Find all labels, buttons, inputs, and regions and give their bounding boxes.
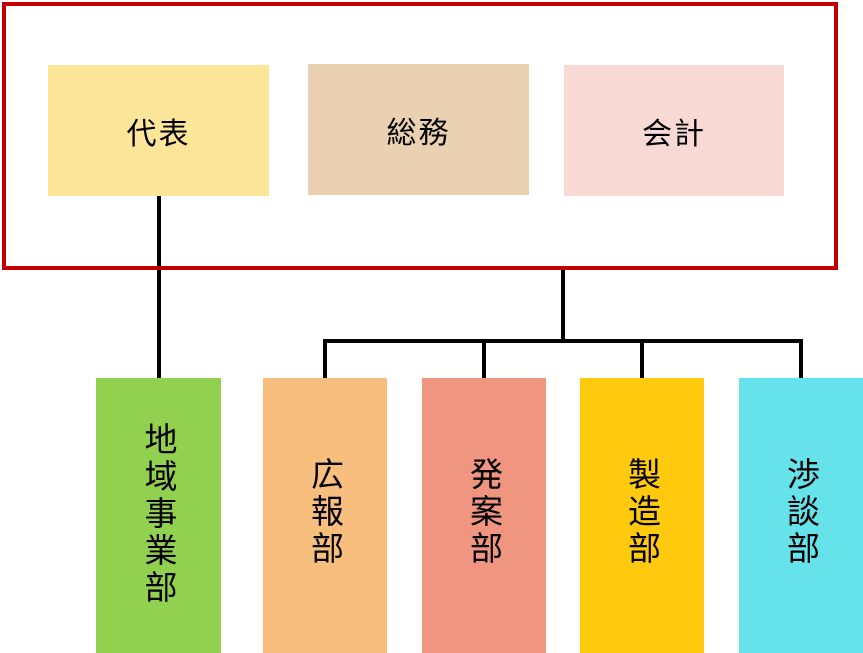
dept-box-hatsuan: 発案部 [422, 378, 546, 653]
executive-group-frame [2, 2, 838, 270]
exec-label-soumu: 総務 [386, 115, 451, 151]
exec-label-kaikei: 会計 [642, 116, 706, 152]
exec-box-soumu: 総務 [308, 64, 529, 195]
dept-box-seizou: 製造部 [580, 378, 704, 653]
dept-label-seizou: 製造部 [622, 457, 662, 568]
exec-box-kaikei: 会計 [564, 65, 784, 196]
exec-box-daihyo: 代表 [48, 65, 269, 196]
dept-label-hatsuan: 発案部 [464, 457, 504, 568]
dept-box-shoudan: 渉談部 [739, 378, 863, 653]
dept-label-shoudan: 渉談部 [781, 457, 821, 568]
dept-label-kouhou: 広報部 [305, 457, 345, 568]
dept-label-region: 地域事業部 [139, 422, 178, 607]
dept-box-kouhou: 広報部 [263, 378, 387, 653]
dept-box-region: 地域事業部 [96, 378, 221, 653]
exec-label-daihyo: 代表 [126, 116, 191, 152]
